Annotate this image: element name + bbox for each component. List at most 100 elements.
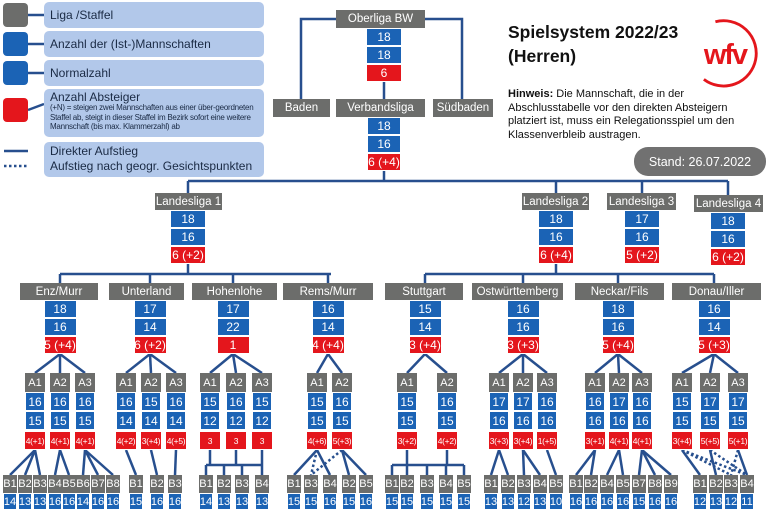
geo-promotion-line xyxy=(681,448,748,477)
bezirk-5-staffel-a1-teams: 15 xyxy=(397,392,417,411)
bezirk-5-kreis-b5-label: B5 xyxy=(457,475,471,493)
oberliga-label: Oberliga BW xyxy=(336,10,425,28)
bezirk-7-staffel-a1-label: A1 xyxy=(585,373,605,392)
landesliga-2-teams: 18 xyxy=(538,210,574,228)
landesliga-2-normal: 16 xyxy=(538,228,574,246)
bezirk-7-kreis-b8-teams: 16 xyxy=(648,493,662,510)
bezirk-7-kreis-b4-teams: 16 xyxy=(600,493,614,510)
bezirk-6-kreis-b4-teams: 13 xyxy=(533,493,547,510)
bezirk-7-kreis-b5-label: B5 xyxy=(616,475,630,493)
geo-promotion-line xyxy=(709,448,748,477)
bezirk-1-staffel-a2-label: A2 xyxy=(50,373,70,392)
title-line-1: Spielsystem 2022/23 xyxy=(508,22,679,42)
bezirk-7-kreis-b1-teams: 16 xyxy=(569,493,583,510)
bezirk-3-kreis-b4-teams: 13 xyxy=(255,493,269,510)
bezirk-1-normal: 16 xyxy=(43,318,77,336)
bezirk-5-staffel-a2-teams: 16 xyxy=(437,392,457,411)
legend-direct-label: Direkter Aufstieg xyxy=(50,144,139,158)
direct-promotion-line xyxy=(617,353,643,374)
oberliga-relegation: 6 xyxy=(366,64,402,82)
bezirk-7-staffel-a2-normal: 16 xyxy=(609,411,629,430)
bezirk-1-kreis-b7-label: B7 xyxy=(91,475,105,493)
bezirk-2-staffel-a2-relegation: 3(+4) xyxy=(140,431,162,450)
legend-item-liga: Liga /Staffel xyxy=(44,2,264,28)
bezirk-7-staffel-a1-normal: 16 xyxy=(585,411,605,430)
bezirk-5-staffel-a1-relegation: 3(+2) xyxy=(396,431,418,450)
bezirk-4-staffel-a1-teams: 15 xyxy=(307,392,327,411)
bezirk-2-kreis-b1-label: B1 xyxy=(129,475,143,493)
hint-text: Hinweis: Die Mannschaft, die in der Absc… xyxy=(508,88,760,142)
direct-promotion-line xyxy=(293,449,318,476)
bezirk-6-relegation: 3 (+3) xyxy=(506,336,540,354)
bezirk-3-kreis-b3-label: B3 xyxy=(235,475,249,493)
direct-promotion-line xyxy=(209,353,234,374)
bezirk-3-kreis-b2-teams: 13 xyxy=(217,493,231,510)
direct-promotion-line xyxy=(589,449,597,476)
bezirk-2-staffel-a3-relegation: 4(+5) xyxy=(165,431,187,450)
direct-promotion-line xyxy=(641,449,672,476)
direct-promotion-line xyxy=(149,352,177,375)
hint-body: Die Mannschaft, die in der Abschlusstabe… xyxy=(508,88,735,141)
hint-label: Hinweis: xyxy=(508,88,554,100)
bezirk-8-kreis-b3-teams: 12 xyxy=(724,493,738,510)
direct-promotion-line xyxy=(315,449,332,476)
bezirk-3-kreis-b1-teams: 14 xyxy=(199,493,213,510)
bezirk-7-kreis-b2-teams: 16 xyxy=(584,493,598,510)
bezirk-6-kreis-b2-label: B2 xyxy=(501,475,515,493)
bezirk-1-kreis-b3-teams: 13 xyxy=(33,493,47,510)
direct-promotion-line xyxy=(34,353,61,374)
bezirk-2-relegation: 6 (+2) xyxy=(133,336,167,354)
bezirk-7-kreis-b7-label: B7 xyxy=(632,475,646,493)
bezirk-4-staffel-a2-relegation: 5(+3) xyxy=(331,431,353,450)
bezirk-1-staffel-a1-normal: 15 xyxy=(25,411,45,430)
bezirk-7-staffel-a3-relegation: 4(+1) xyxy=(631,431,653,450)
bezirk-7-kreis-b9-label: B9 xyxy=(664,475,678,493)
bezirk-4-kreis-b3-label: B3 xyxy=(304,475,318,493)
bezirk-8-kreis-b4-label: B4 xyxy=(740,475,754,493)
direct-promotion-line xyxy=(81,449,87,476)
bezirk-1-kreis-b1-label: B1 xyxy=(3,475,17,493)
oberliga-teams: 18 xyxy=(366,28,402,46)
bezirk-1-kreis-b7-teams: 16 xyxy=(91,493,105,510)
bezirk-3-kreis-b4-label: B4 xyxy=(255,475,269,493)
bezirk-8-staffel-a1-teams: 15 xyxy=(672,392,692,411)
direct-promotion-line xyxy=(522,353,548,374)
bezirk-2-staffel-a1-label: A1 xyxy=(116,373,136,392)
bezirk-4-kreis-b2-teams: 15 xyxy=(342,493,356,510)
bezirk-5-staffel-a1-label: A1 xyxy=(397,373,417,392)
bezirk-5-kreis-b4-label: B4 xyxy=(439,475,453,493)
bezirk-1-kreis-b4-teams: 16 xyxy=(48,493,62,510)
direct-promotion-line xyxy=(149,449,159,476)
bezirk-7-kreis-b5-teams: 16 xyxy=(616,493,630,510)
bezirk-1-kreis-b2-label: B2 xyxy=(18,475,32,493)
bezirk-8-kreis-b1-teams: 12 xyxy=(693,493,707,510)
bezirk-2-staffel-a2-normal: 14 xyxy=(141,411,161,430)
bezirk-2-kreis-b3-label: B3 xyxy=(168,475,182,493)
bezirk-3-kreis-b2-label: B2 xyxy=(217,475,231,493)
bezirk-3-staffel-a3-label: A3 xyxy=(252,373,272,392)
direct-promotion-line xyxy=(58,449,71,476)
bezirk-7-kreis-b9-teams: 16 xyxy=(664,493,678,510)
bezirk-2-kreis-b1-teams: 15 xyxy=(129,493,143,510)
bezirk-7-staffel-a3-normal: 16 xyxy=(632,411,652,430)
bezirk-1-kreis-b3-label: B3 xyxy=(33,475,47,493)
bezirk-5-kreis-b3-teams: 15 xyxy=(420,493,434,510)
direct-promotion-line xyxy=(83,449,100,476)
bezirk-6-staffel-a1-teams: 17 xyxy=(489,392,509,411)
direct-promotion-line xyxy=(708,353,716,374)
direct-promotion-line xyxy=(232,352,263,375)
bezirk-7-staffel-a2-teams: 17 xyxy=(609,392,629,411)
bezirk-2-staffel-a1-teams: 16 xyxy=(116,392,136,411)
landesliga-2-relegation: 6 (+4) xyxy=(538,246,574,264)
bezirk-4-normal: 14 xyxy=(311,318,345,336)
bezirk-8-normal: 14 xyxy=(697,318,731,336)
legend-absteiger-note: (+N) = steigen zwei Mannschaften aus ein… xyxy=(50,103,254,131)
direct-promotion-line xyxy=(125,353,151,374)
bezirk-3-kreis-b1-label: B1 xyxy=(199,475,213,493)
bezirk-7-relegation: 5 (+4) xyxy=(601,336,635,354)
direct-promotion-line xyxy=(637,449,644,476)
bezirk-1-label: Enz/Murr xyxy=(20,283,98,300)
bezirk-2-kreis-b2-label: B2 xyxy=(150,475,164,493)
landesliga-3-relegation: 5 (+2) xyxy=(624,246,660,264)
direct-promotion-line xyxy=(231,353,238,374)
